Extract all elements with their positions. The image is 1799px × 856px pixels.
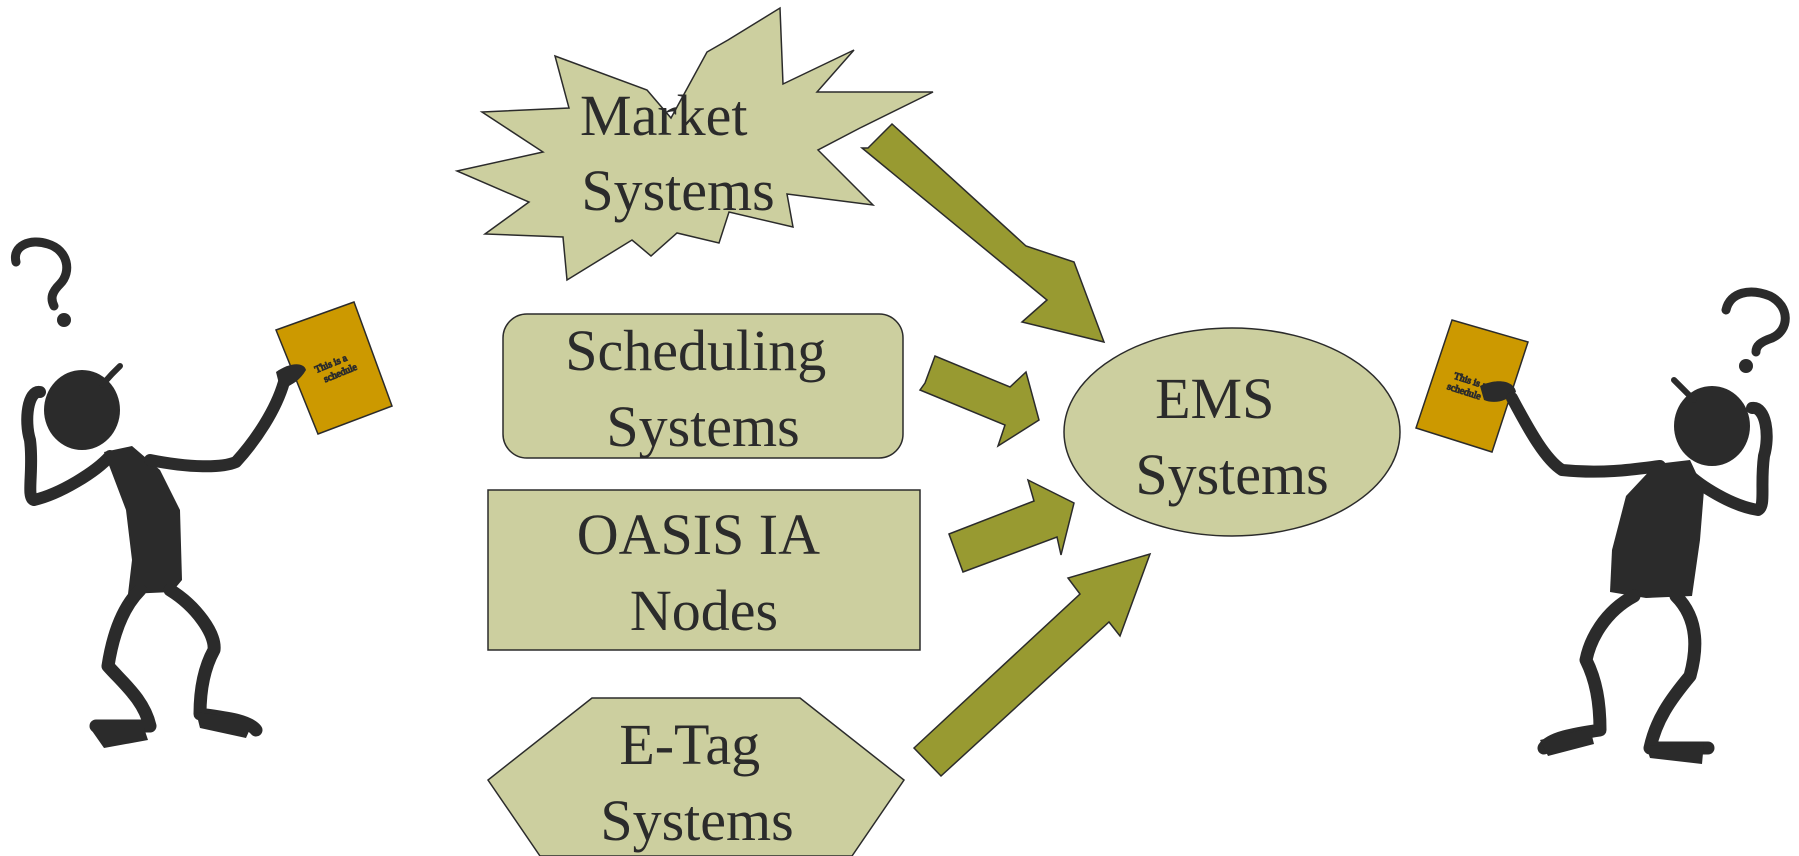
left-person-torso — [104, 446, 182, 594]
arrow-oasis-to-ems — [948, 478, 1075, 573]
scheduling-line1: Scheduling — [565, 318, 826, 383]
e-tag-systems-label: E-Tag Systems — [600, 712, 793, 853]
oasis-ia-nodes-shape — [487, 489, 921, 651]
node-oasis-ia-nodes: OASIS IA Nodes — [487, 489, 921, 651]
right-person-head — [1674, 386, 1750, 466]
left-person-head — [44, 370, 120, 450]
node-scheduling-systems: Scheduling Systems — [502, 313, 904, 459]
node-ems-systems: EMS Systems — [1063, 327, 1401, 537]
left-book-shape — [275, 301, 393, 435]
node-e-tag-systems: E-Tag Systems — [486, 697, 906, 856]
ems-systems-shape — [1063, 327, 1401, 537]
right-book-shape — [1415, 319, 1529, 453]
node-market-systems: Market Systems — [454, 6, 934, 282]
arrow-scheduling-to-ems — [918, 355, 1040, 448]
right-person-torso — [1610, 460, 1704, 598]
etag-line1: E-Tag — [619, 712, 760, 777]
book-icon: This is a schedule — [275, 301, 393, 435]
right-confused-person: This is a schedule — [1415, 287, 1790, 764]
ems-line1: EMS — [1155, 366, 1274, 431]
book-icon: This is a schedule — [1415, 319, 1529, 453]
arrow-market-to-ems — [859, 122, 1106, 344]
market-line2: Systems — [581, 158, 774, 223]
scheduling-systems-shape — [502, 313, 904, 459]
market-systems-shape — [454, 6, 934, 282]
question-mark-icon — [11, 237, 72, 327]
left-confused-person: This is a schedule — [11, 237, 393, 748]
scheduling-systems-label: Scheduling Systems — [565, 318, 840, 459]
arrows — [859, 122, 1152, 778]
ems-systems-label: EMS Systems — [1135, 366, 1328, 507]
oasis-line2: Nodes — [630, 578, 778, 643]
oasis-line1: OASIS IA — [577, 502, 820, 567]
market-line1: Market — [580, 83, 748, 148]
oasis-ia-nodes-label: OASIS IA Nodes — [577, 502, 832, 643]
etag-line2: Systems — [600, 788, 793, 853]
e-tag-systems-shape — [486, 697, 906, 856]
scheduling-line2: Systems — [606, 394, 799, 459]
ems-line2: Systems — [1135, 442, 1328, 507]
arrow-etag-to-ems — [912, 552, 1152, 778]
question-mark-icon — [1721, 287, 1790, 373]
market-systems-label: Market Systems — [580, 83, 775, 223]
